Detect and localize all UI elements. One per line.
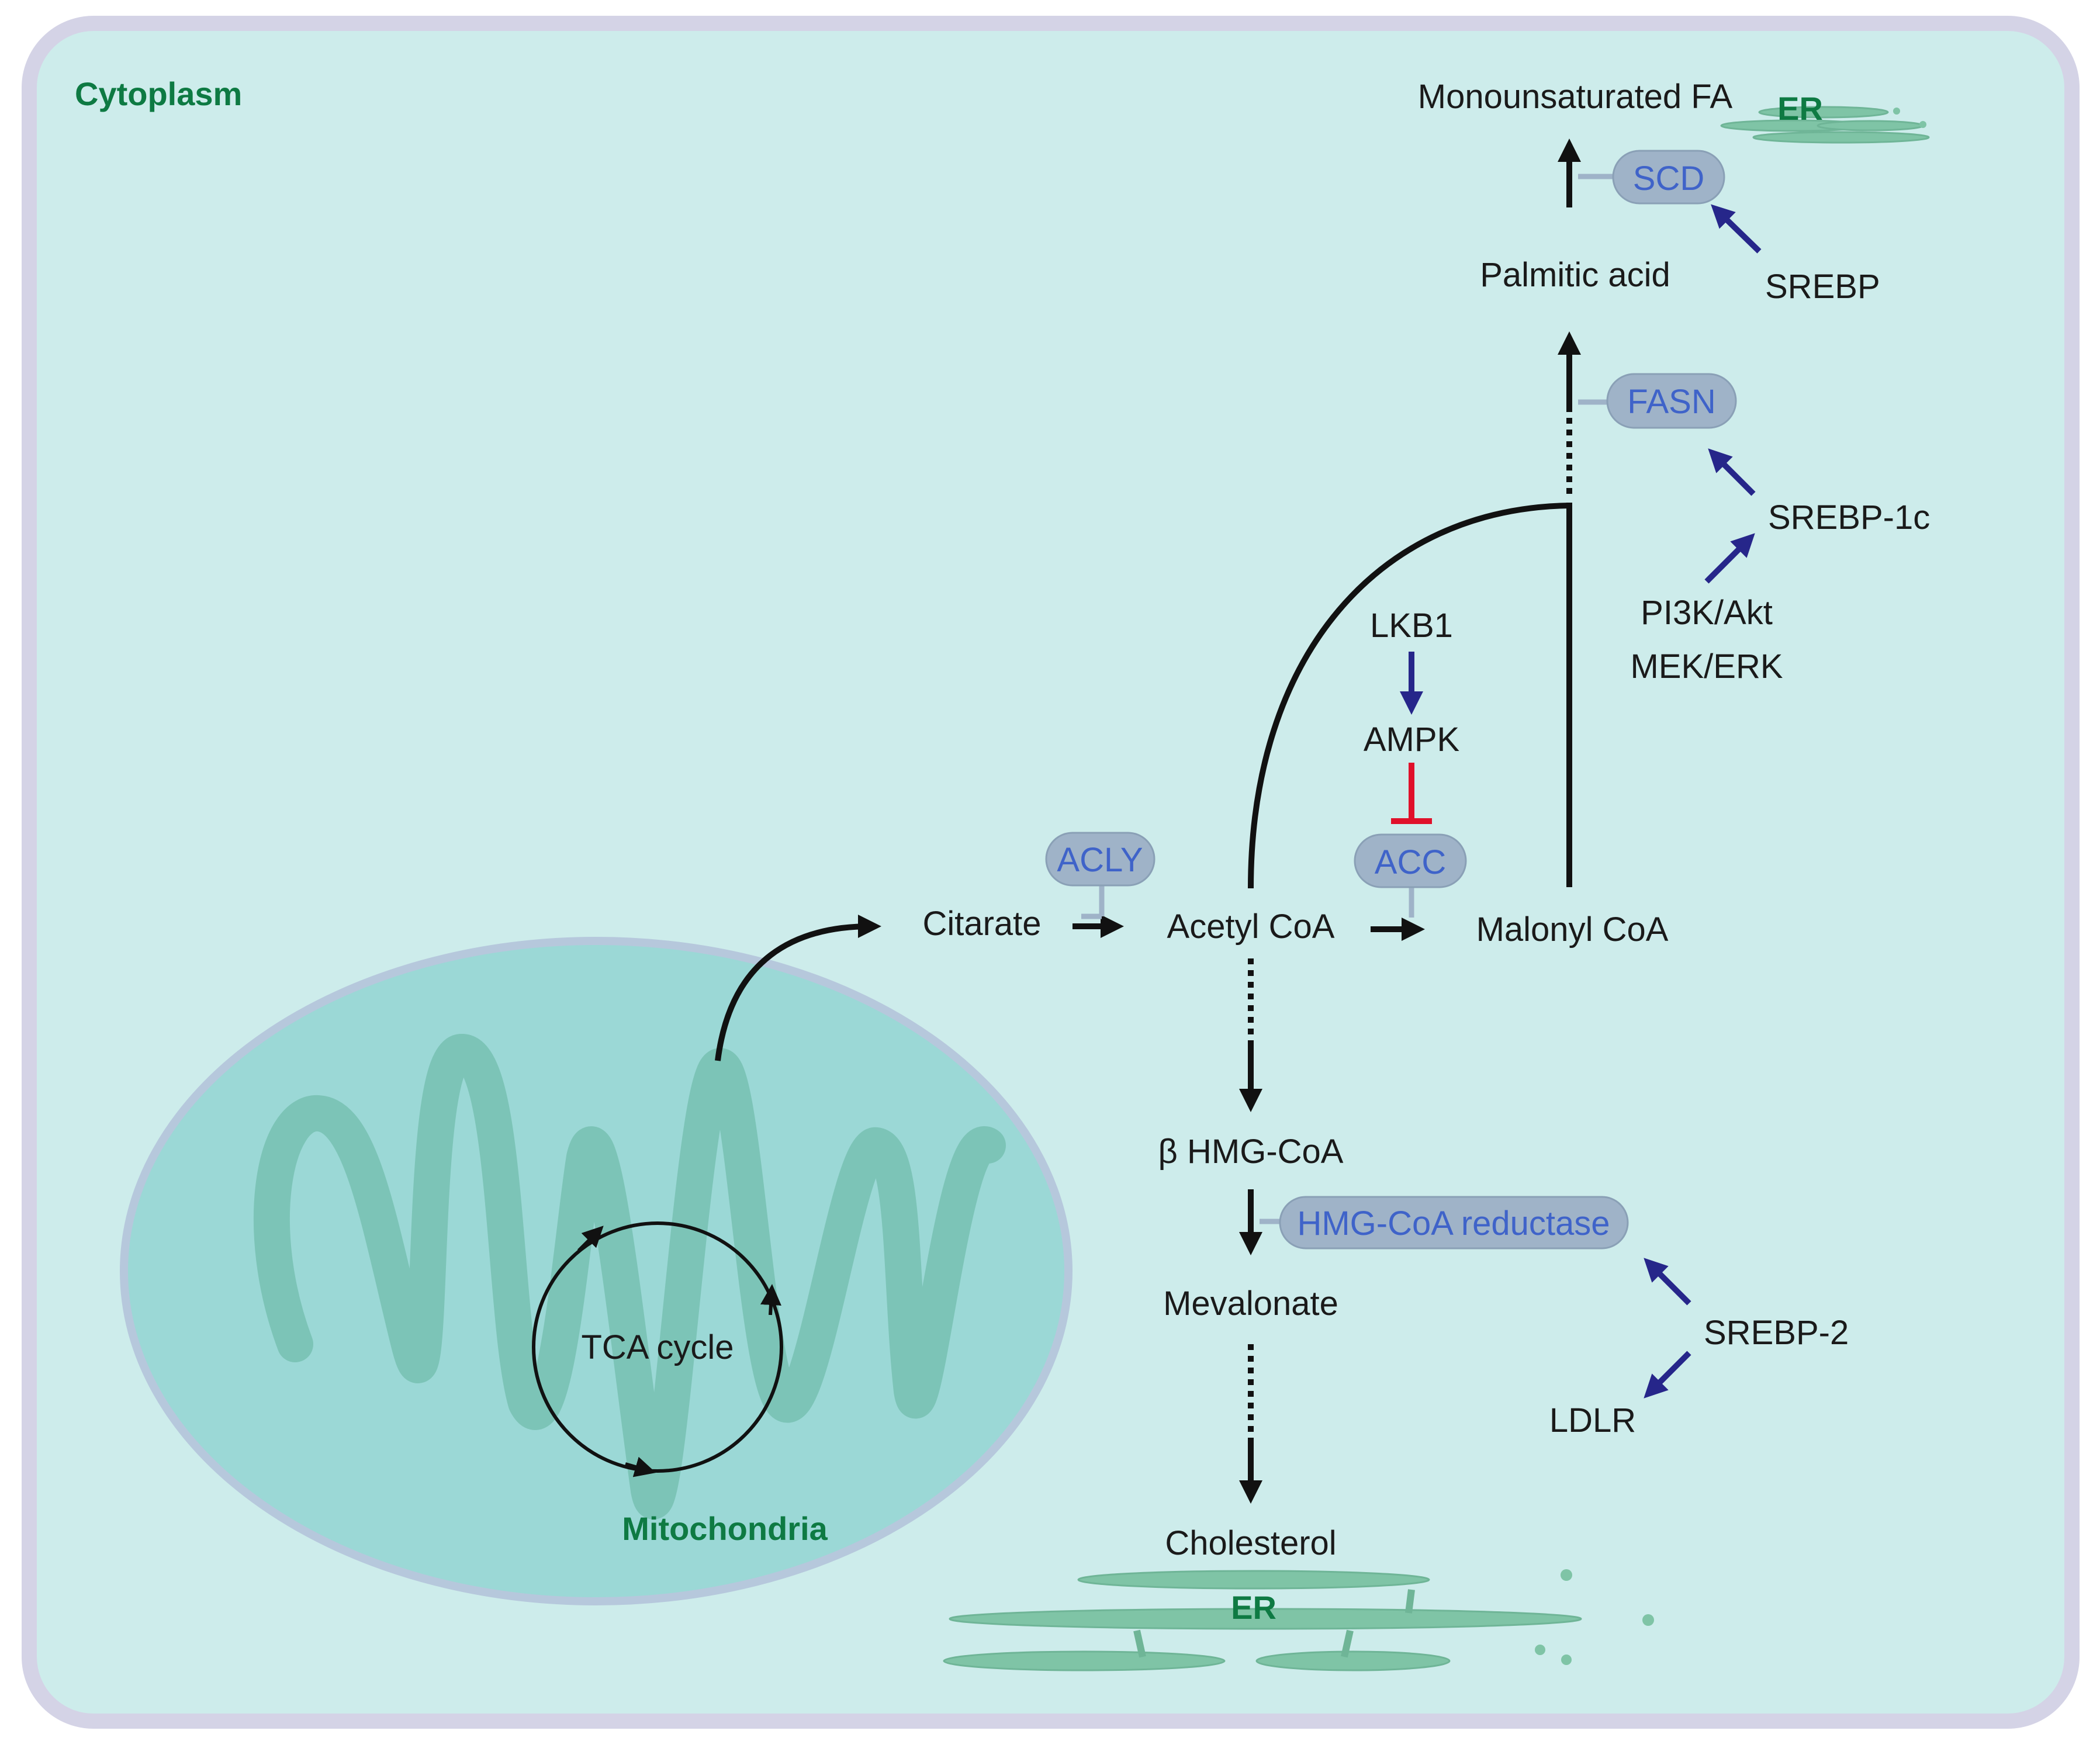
srebp2-to-ldlr-arrow — [1644, 1351, 1691, 1399]
acetyl-to-fasn-curve — [1248, 503, 1570, 889]
mito-export-arrow — [715, 915, 881, 1061]
palmitic-acid-label: Palmitic acid — [1480, 256, 1670, 294]
scd-label: SCD — [1633, 160, 1704, 198]
pi3k-to-srebp1c-arrow — [1704, 533, 1755, 584]
mitochondrion: TCA cycle Mitochondria — [120, 937, 1073, 1605]
srebp1c-label: SREBP-1c — [1768, 499, 1930, 537]
acly-label: ACLY — [1057, 841, 1143, 879]
tca-cycle-label: TCA cycle — [581, 1328, 734, 1366]
tca-cycle-circle — [532, 1221, 783, 1473]
cholesterol-label: Cholesterol — [1165, 1524, 1336, 1562]
er-top: ER — [1720, 90, 1930, 144]
srebp1c-to-fasn-arrow — [1708, 448, 1756, 496]
er-bottom: ER — [943, 1569, 1654, 1671]
mito-cristae — [253, 1034, 1006, 1520]
er-top-label: ER — [1777, 90, 1823, 127]
er-bottom-label: ER — [1231, 1589, 1276, 1626]
ampk-inhibits-acc — [1391, 763, 1432, 824]
hmg-coa-label: β HMG-CoA — [1158, 1133, 1344, 1171]
hmgcr-label: HMG-CoA reductase — [1297, 1204, 1610, 1242]
mufa-label: Monounsaturated FA — [1418, 78, 1733, 116]
scd-enzyme: SCD — [1578, 150, 1725, 205]
malonyl-coa-label: Malonyl CoA — [1476, 911, 1669, 949]
fasn-label: FASN — [1627, 383, 1716, 421]
mitochondria-label: Mitochondria — [622, 1510, 828, 1547]
hmgcr-enzyme: HMG-CoA reductase — [1260, 1196, 1629, 1249]
fasn-enzyme: FASN — [1578, 373, 1737, 429]
mek-erk-label: MEK/ERK — [1630, 648, 1783, 686]
srebp2-to-hmgcr-arrow — [1644, 1258, 1691, 1306]
ldlr-label: LDLR — [1549, 1401, 1636, 1439]
citarate-label: Citarate — [922, 905, 1041, 943]
ampk-label: AMPK — [1364, 721, 1460, 759]
pi3k-akt-label: PI3K/Akt — [1641, 594, 1773, 632]
acc-enzyme: ACC — [1354, 833, 1467, 918]
lkb1-label: LKB1 — [1370, 607, 1453, 645]
srebp-label: SREBP — [1765, 268, 1880, 306]
acc-label: ACC — [1375, 843, 1446, 881]
srebp2-label: SREBP-2 — [1704, 1314, 1849, 1352]
acetyl-coa-label: Acetyl CoA — [1167, 908, 1335, 946]
acly-enzyme: ACLY — [1045, 832, 1155, 919]
mevalonate-label: Mevalonate — [1163, 1285, 1338, 1323]
cytoplasm-label: Cytoplasm — [75, 75, 242, 112]
srebp-to-scd-arrow — [1711, 204, 1762, 254]
